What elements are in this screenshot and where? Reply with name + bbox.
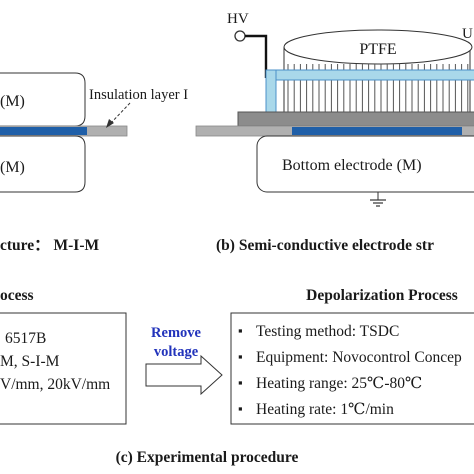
panel-a-insulation-label: Insulation layer I	[89, 87, 188, 103]
panel-c: ocess 6517B M, S-I-M V/mm, 20kV/mm Remov…	[0, 287, 474, 466]
panel-c-bullet: ▪	[238, 323, 243, 338]
panel-b-bottom-electrode-label: Bottom electrode (M)	[282, 157, 422, 174]
panel-b-ground-icon	[370, 192, 386, 207]
panel-c-hollow-arrow	[145, 354, 223, 396]
panel-c-right-item: Testing method: TSDC	[256, 323, 399, 340]
panel-a-bottom-electrode-label: (M)	[0, 159, 25, 176]
panel-b-ptfe-top	[283, 29, 473, 65]
panel-b-bottom-electrode	[256, 135, 474, 193]
panel-c-bullet: ▪	[238, 375, 243, 390]
panel-a-bottom-electrode	[0, 135, 86, 193]
panel-b-semiconductive-bar	[265, 69, 474, 81]
panel-c-left-item: M, S-I-M	[0, 353, 60, 370]
panel-a-blue-layer	[0, 127, 87, 135]
panel-c-right-item: Equipment: Novocontrol Concep	[256, 349, 462, 366]
panel-b: HV U PTFE Bottom electrode (M) (b) Semi-…	[195, 11, 474, 254]
panel-a-insulation-arrowhead	[106, 119, 114, 128]
panel-c-bullet: ▪	[238, 401, 243, 416]
panel-b-blue-layer	[292, 127, 462, 135]
panel-b-ptfe-label: PTFE	[359, 41, 396, 58]
panel-b-hv-terminal	[234, 30, 246, 42]
panel-b-hv-label: HV	[227, 11, 249, 27]
panel-c-remove-voltage-line2: voltage	[154, 344, 199, 360]
panel-c-left-item: 6517B	[5, 330, 46, 347]
panel-b-right-edge-label: U	[462, 26, 473, 42]
panel-c-remove-voltage-line1: Remove	[151, 325, 201, 341]
panel-a: (M) (M) Insulation layer I cture： M-I-M	[0, 72, 188, 254]
panel-c-left-box	[0, 312, 127, 425]
panel-c-right-title: Depolarization Process	[306, 287, 458, 304]
panel-c-right-item: Heating rate: 1℃/min	[256, 401, 394, 418]
panel-c-left-item: V/mm, 20kV/mm	[0, 376, 110, 393]
panel-b-upper-plate	[237, 111, 474, 127]
panel-a-insulation-leader	[109, 102, 131, 125]
panel-a-top-electrode-label: (M)	[0, 93, 25, 110]
panel-b-caption: (b) Semi-conductive electrode str	[216, 237, 434, 254]
panel-a-caption: cture： M-I-M	[0, 237, 100, 254]
panel-c-caption: (c) Experimental procedure	[116, 449, 299, 466]
panel-b-hv-wire	[245, 34, 268, 78]
panel-c-bullet: ▪	[238, 349, 243, 364]
panel-c-right-item: Heating range: 25℃-80℃	[256, 375, 422, 392]
panel-b-semiconductive-hook	[265, 69, 277, 113]
panel-c-left-title: ocess	[0, 287, 34, 304]
panel-c-right-box	[230, 312, 474, 425]
